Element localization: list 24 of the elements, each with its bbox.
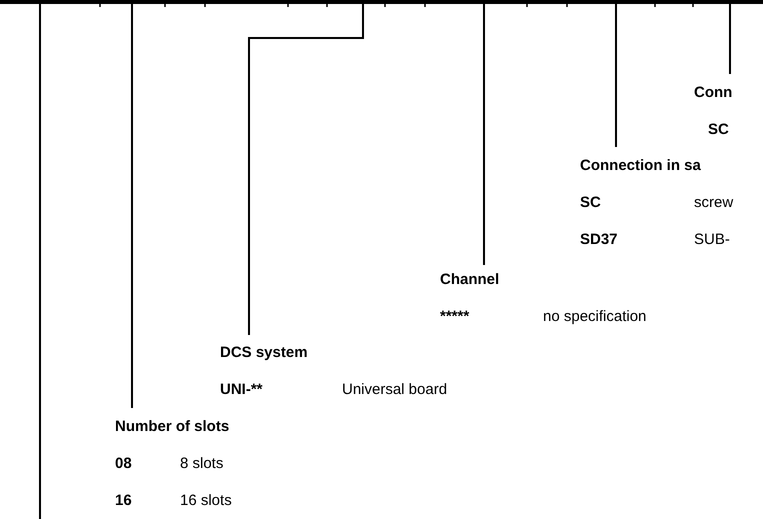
leader-line: [248, 4, 364, 335]
leader-line: [615, 4, 617, 147]
field-heading: DCS system: [220, 344, 308, 362]
option-code: SC: [708, 121, 729, 139]
option-code: UNI-**: [220, 381, 263, 399]
option-description: screw: [694, 194, 734, 212]
leader-line: [483, 4, 485, 265]
option-description: Universal board: [342, 381, 448, 399]
option-code: SD37: [580, 231, 618, 249]
option-description: no specification: [543, 308, 646, 326]
option-description: 8 slots: [180, 455, 224, 473]
field-heading: Channel: [440, 271, 500, 289]
option-code: 16: [115, 492, 132, 510]
option-description: SUB-: [694, 231, 730, 249]
field-heading: Number of slots: [115, 418, 230, 436]
option-code: *****: [440, 308, 470, 326]
option-code: SC: [580, 194, 601, 212]
field-heading: Conn: [694, 84, 732, 102]
option-description: 16 slots: [180, 492, 232, 510]
type-code-bar: [0, 0, 763, 4]
leader-line: [131, 4, 133, 408]
leader-line: [729, 4, 731, 74]
option-code: 08: [115, 455, 132, 473]
field-heading: Connection in sa: [580, 157, 701, 175]
